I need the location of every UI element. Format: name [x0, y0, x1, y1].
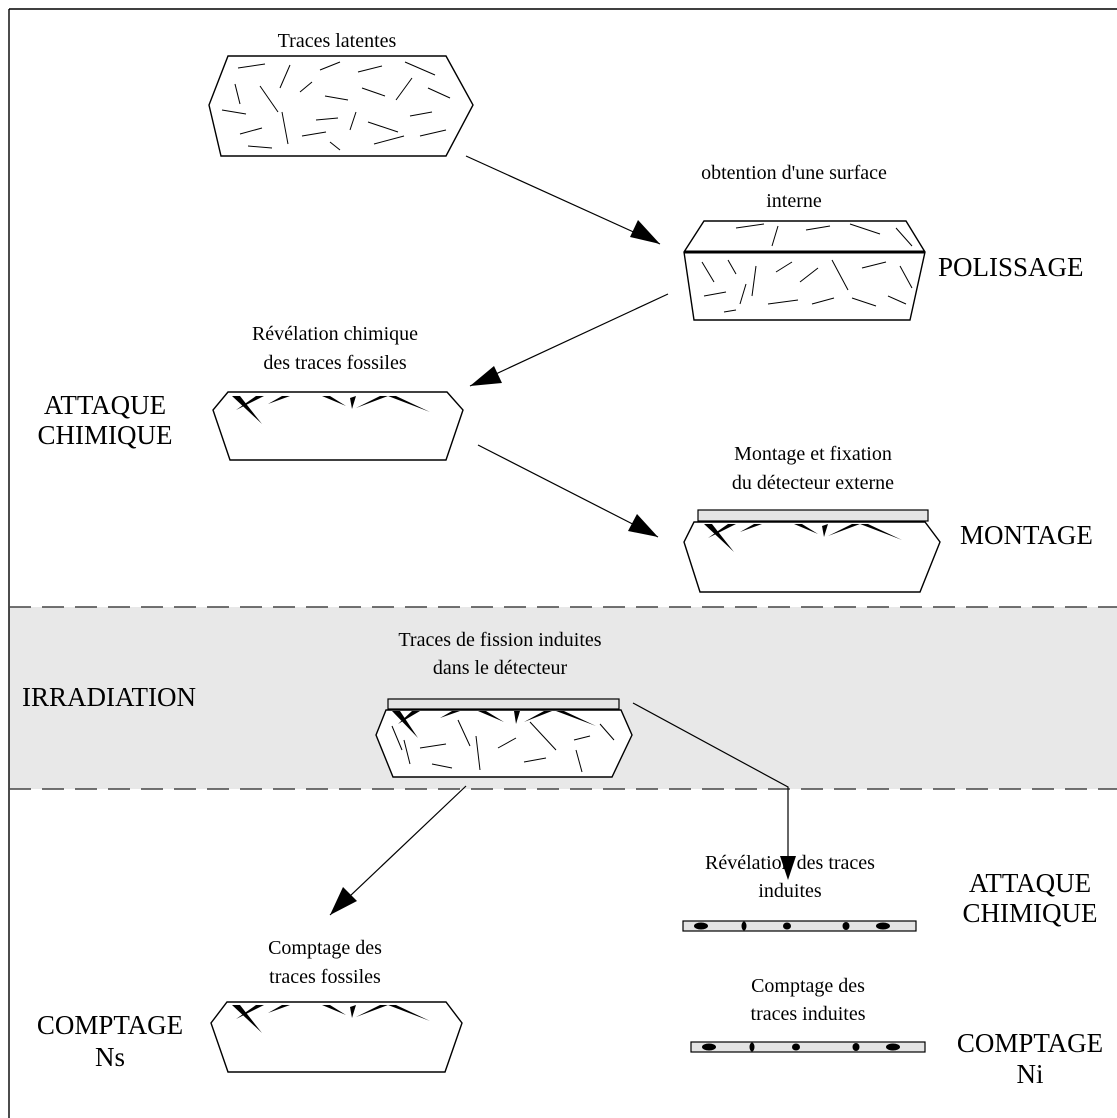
- arrowhead-polishing-to-etching: [470, 366, 502, 386]
- caption-reveal-induced: Révélation des traces induites: [705, 852, 875, 902]
- svg-text:Comptage des: Comptage des: [751, 975, 865, 997]
- caption-count-induced: Comptage des traces induites: [751, 975, 866, 1025]
- caption-mounting: Montage et fixation du détecteur externe: [732, 443, 894, 494]
- arrowhead-crystal-to-counting: [330, 887, 357, 915]
- arrowhead-latent-to-polishing: [630, 220, 660, 244]
- svg-text:COMPTAGE: COMPTAGE: [37, 1010, 183, 1040]
- crystal-latent: [208, 55, 474, 157]
- svg-text:Traces de fission induites: Traces de fission induites: [398, 629, 601, 651]
- svg-text:Traces latentes: Traces latentes: [278, 30, 397, 52]
- svg-text:du détecteur externe: du détecteur externe: [732, 472, 894, 494]
- svg-text:Montage et fixation: Montage et fixation: [734, 443, 892, 465]
- label-comptage-ns: COMPTAGE Ns: [37, 1010, 183, 1072]
- crystal-etched: [212, 391, 464, 461]
- arrow-latent-to-polishing: [465, 155, 661, 245]
- crystal-polished: [683, 220, 926, 321]
- label-attaque-chimique-1: ATTAQUE CHIMIQUE: [38, 390, 173, 450]
- svg-text:CHIMIQUE: CHIMIQUE: [38, 420, 173, 450]
- arrowhead-detector-to-etching: [780, 856, 796, 880]
- arrow-polishing-to-etching: [469, 293, 669, 387]
- label-irradiation: IRRADIATION: [22, 682, 196, 712]
- svg-text:des traces fossiles: des traces fossiles: [263, 352, 407, 374]
- svg-text:Ni: Ni: [1017, 1059, 1044, 1089]
- svg-text:interne: interne: [766, 190, 822, 212]
- crystal-irradiated: [375, 709, 633, 778]
- caption-chemical-reveal: Révélation chimique des traces fossiles: [252, 323, 418, 374]
- caption-latent: Traces latentes: [278, 30, 397, 52]
- crystal-mounted: [683, 521, 941, 593]
- irradiated-detector: [387, 698, 620, 710]
- svg-text:IRRADIATION: IRRADIATION: [22, 682, 196, 712]
- svg-text:ATTAQUE: ATTAQUE: [44, 390, 166, 420]
- svg-text:Comptage des: Comptage des: [268, 937, 382, 959]
- arrow-etching-to-mounting: [477, 444, 659, 538]
- detector-counted: [690, 1041, 926, 1053]
- svg-text:ATTAQUE: ATTAQUE: [969, 868, 1091, 898]
- label-polissage: POLISSAGE: [938, 252, 1084, 282]
- arrow-crystal-to-counting: [329, 785, 467, 916]
- caption-induced: Traces de fission induites dans le détec…: [398, 629, 601, 679]
- crystal-counted: [210, 1001, 463, 1073]
- detector-etched: [682, 920, 917, 932]
- arrowhead-etching-to-mounting: [628, 514, 658, 537]
- svg-text:induites: induites: [758, 880, 822, 902]
- caption-internal-surface: obtention d'une surface interne: [701, 162, 887, 212]
- svg-text:traces fossiles: traces fossiles: [269, 966, 381, 988]
- svg-text:MONTAGE: MONTAGE: [960, 520, 1093, 550]
- svg-text:CHIMIQUE: CHIMIQUE: [963, 898, 1098, 928]
- svg-text:POLISSAGE: POLISSAGE: [938, 252, 1084, 282]
- caption-count-fossil: Comptage des traces fossiles: [268, 937, 382, 988]
- label-montage: MONTAGE: [960, 520, 1093, 550]
- label-attaque-chimique-2: ATTAQUE CHIMIQUE: [963, 868, 1098, 928]
- arrow-detector-to-etching: [632, 702, 789, 860]
- svg-text:COMPTAGE: COMPTAGE: [957, 1028, 1103, 1058]
- label-comptage-ni: COMPTAGE Ni: [957, 1028, 1103, 1089]
- svg-text:Ns: Ns: [95, 1042, 125, 1072]
- svg-text:traces induites: traces induites: [751, 1003, 866, 1025]
- svg-text:obtention d'une surface: obtention d'une surface: [701, 162, 887, 184]
- external-detector: [697, 509, 929, 522]
- svg-text:dans le détecteur: dans le détecteur: [433, 657, 568, 679]
- svg-text:Révélation des traces: Révélation des traces: [705, 852, 875, 874]
- svg-text:Révélation chimique: Révélation chimique: [252, 323, 418, 345]
